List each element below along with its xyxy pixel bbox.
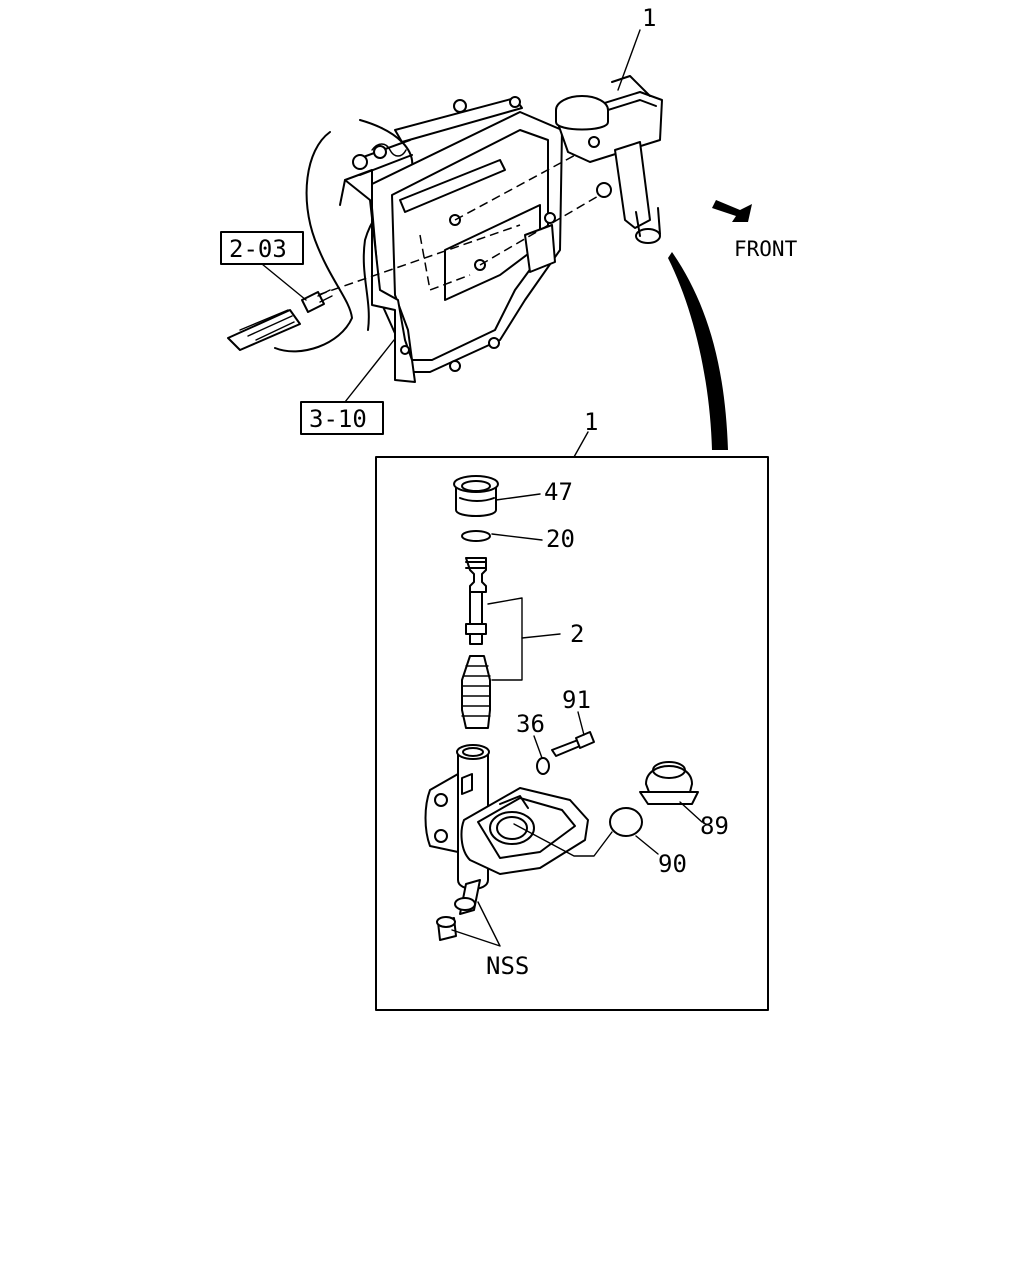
arrow-right-icon xyxy=(712,200,752,222)
label-inset-item: 1 xyxy=(584,408,598,436)
part-90-o-ring xyxy=(609,807,643,837)
label-part-36: 36 xyxy=(516,710,545,738)
label-part-47: 47 xyxy=(544,478,573,506)
label-part-20: 20 xyxy=(546,525,575,553)
leader-nss xyxy=(451,901,501,947)
leader-3-10 xyxy=(344,339,395,403)
master-cylinder-top xyxy=(555,75,663,244)
pedal-bracket-assembly xyxy=(227,96,601,383)
part-2-piston-kit xyxy=(461,557,491,729)
label-part-89: 89 xyxy=(700,812,729,840)
curved-arrow-icon xyxy=(668,252,728,450)
ref-box-3-10 xyxy=(300,401,384,435)
label-front: FRONT xyxy=(734,237,798,261)
part-20-snap-ring xyxy=(461,530,491,542)
inset-frame xyxy=(375,456,769,1011)
label-top-item: 1 xyxy=(642,4,656,32)
label-part-2: 2 xyxy=(570,620,584,648)
label-nss: NSS xyxy=(486,952,529,980)
part-91-bleeder xyxy=(551,731,595,757)
nss-bolt xyxy=(436,916,457,941)
master-cylinder-body xyxy=(424,744,589,915)
part-89-reservoir-cap xyxy=(639,761,699,805)
part-36-washer xyxy=(536,757,550,775)
label-ref-3-10: 3-10 xyxy=(309,405,367,433)
label-part-91: 91 xyxy=(562,686,591,714)
leader-2-03 xyxy=(261,263,307,301)
part-47-cap xyxy=(453,475,499,517)
label-part-90: 90 xyxy=(658,850,687,878)
label-ref-2-03: 2-03 xyxy=(229,235,287,263)
leader-inset-item xyxy=(573,431,589,458)
leader-top-item xyxy=(617,29,641,91)
